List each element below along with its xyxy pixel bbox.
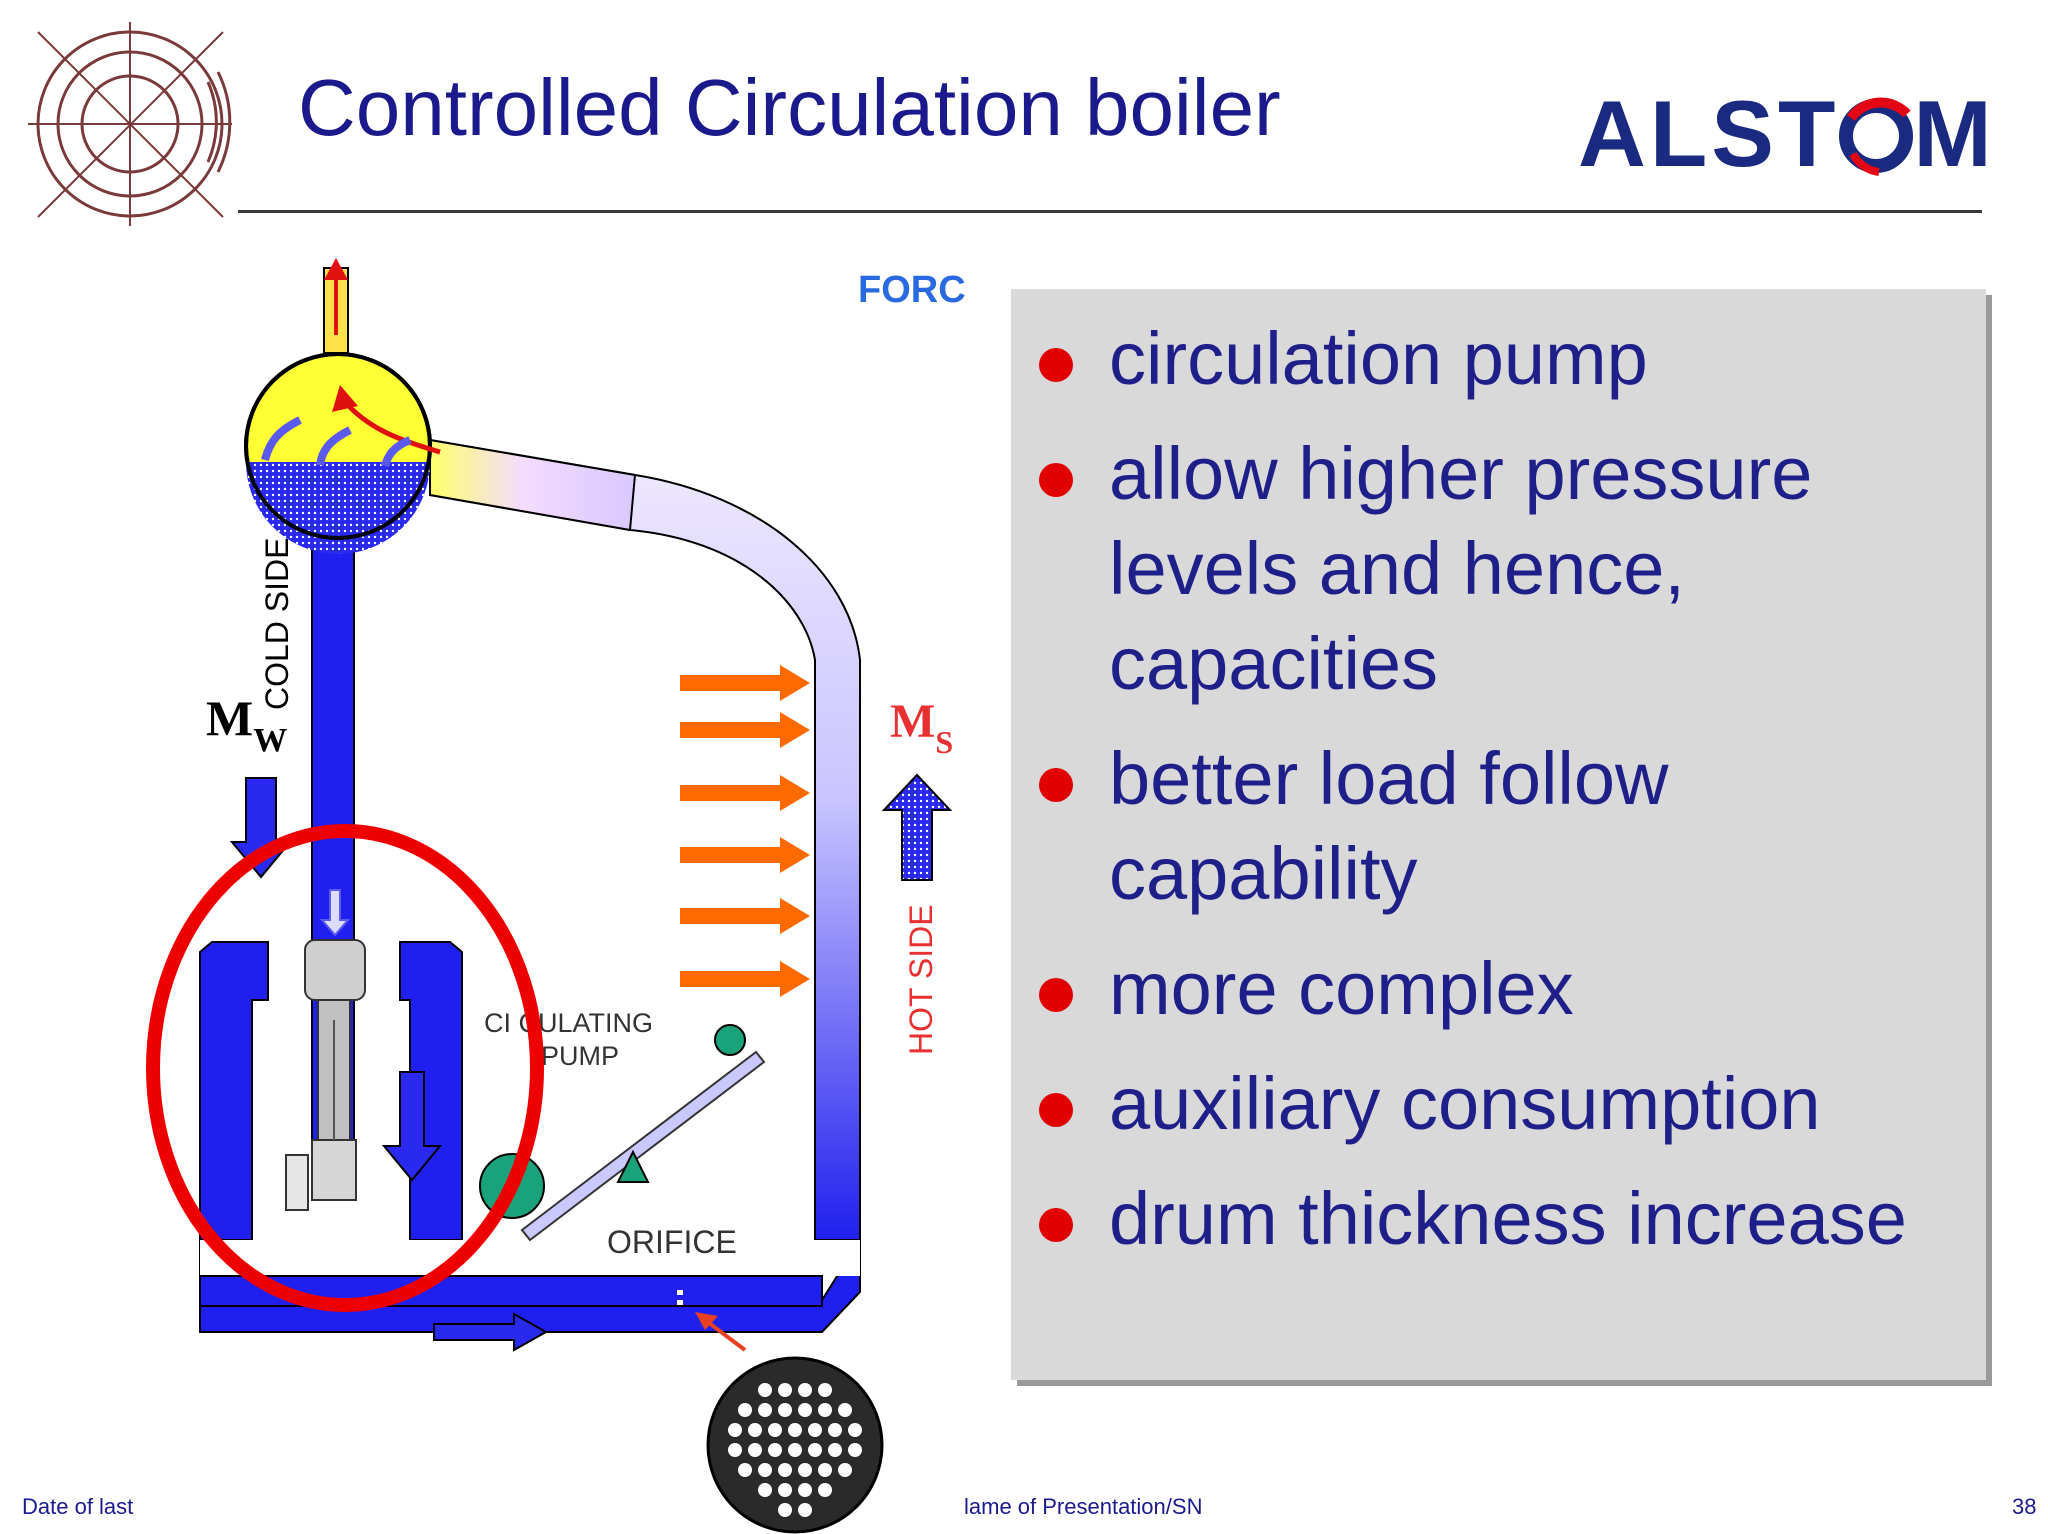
bullet-text: circulation pump	[1109, 317, 1648, 400]
mw-label: MW	[206, 690, 287, 759]
cold-side-label: COLD SIDE	[259, 538, 295, 710]
bullet-dot-icon	[1039, 463, 1073, 497]
header-divider	[238, 210, 1982, 213]
page-number: 38	[2012, 1494, 2037, 1519]
bullet-item: better load follow capability	[1011, 731, 1986, 921]
orifice-label: ORIFICE	[607, 1224, 737, 1260]
bullet-item: more complex	[1011, 941, 1986, 1036]
bullet-item: circulation pump	[1011, 311, 1986, 406]
drum-steam-arrowhead-icon	[332, 385, 358, 412]
circulation-diagram: FORC MW MS COLD SIDE HOT SIDE	[146, 258, 966, 1534]
lever-pivot-icon	[616, 1149, 650, 1183]
control-weight-icon	[714, 1024, 746, 1056]
drum-water-arrows	[261, 416, 412, 468]
hot-side-label: HOT SIDE	[903, 904, 939, 1055]
slide-title: Controlled Circulation boiler	[298, 63, 1281, 152]
bullet-dot-icon	[1039, 1208, 1073, 1242]
orifice-plate-detail-icon	[706, 1356, 884, 1534]
bullet-list: circulation pump allow higher pressure l…	[1011, 311, 1986, 1286]
steam-output-arrow-icon	[881, 773, 953, 881]
bullet-item: allow higher pressure levels and hence, …	[1011, 426, 1986, 711]
bullet-dot-icon	[1039, 978, 1073, 1012]
drum-outlet-pipe	[429, 438, 637, 532]
logo-o-mark-icon	[1839, 88, 1914, 180]
bullet-dot-icon	[1039, 348, 1073, 382]
header-flow-arrow-icon	[433, 1312, 549, 1352]
orifice-pointer-arrow	[703, 1318, 747, 1352]
ms-label: MS	[890, 695, 953, 760]
steam-outlet-arrowhead-icon	[324, 258, 348, 280]
circulating-pump-icon	[285, 889, 366, 1211]
bullet-dot-icon	[1039, 768, 1073, 802]
bullet-text: better load follow capability	[1109, 737, 1669, 915]
logo-text-right: M	[1913, 81, 1996, 186]
riser-pipe	[429, 438, 861, 1241]
bullet-text: drum thickness increase	[1109, 1177, 1907, 1260]
drum-steam-arrow	[343, 400, 441, 455]
heat-input-arrows	[680, 665, 810, 997]
bullet-text: more complex	[1109, 947, 1574, 1030]
bullet-item: auxiliary consumption	[1011, 1056, 1986, 1151]
bullet-item: drum thickness increase	[1011, 1171, 1986, 1266]
forced-label: FORC	[858, 269, 966, 311]
logo-text-left: ALST	[1578, 81, 1840, 186]
pump-flow-arrow-icon	[381, 1071, 443, 1182]
circulating-label: CI CULATING	[484, 1008, 653, 1038]
bullet-text: allow higher pressure levels and hence, …	[1109, 432, 1813, 705]
institution-emblem	[28, 22, 232, 226]
bullet-panel: circulation pump allow higher pressure l…	[1011, 289, 1986, 1380]
bullet-dot-icon	[1039, 1093, 1073, 1127]
footer-date: Date of last	[22, 1494, 134, 1519]
footer-presentation-name: lame of Presentation/SN	[964, 1494, 1203, 1519]
control-lever	[520, 1050, 766, 1242]
pump-label: PUMP	[541, 1041, 619, 1071]
steam-drum	[244, 352, 432, 554]
bullet-text: auxiliary consumption	[1109, 1062, 1821, 1145]
pump-highlight-circle	[146, 824, 544, 1312]
